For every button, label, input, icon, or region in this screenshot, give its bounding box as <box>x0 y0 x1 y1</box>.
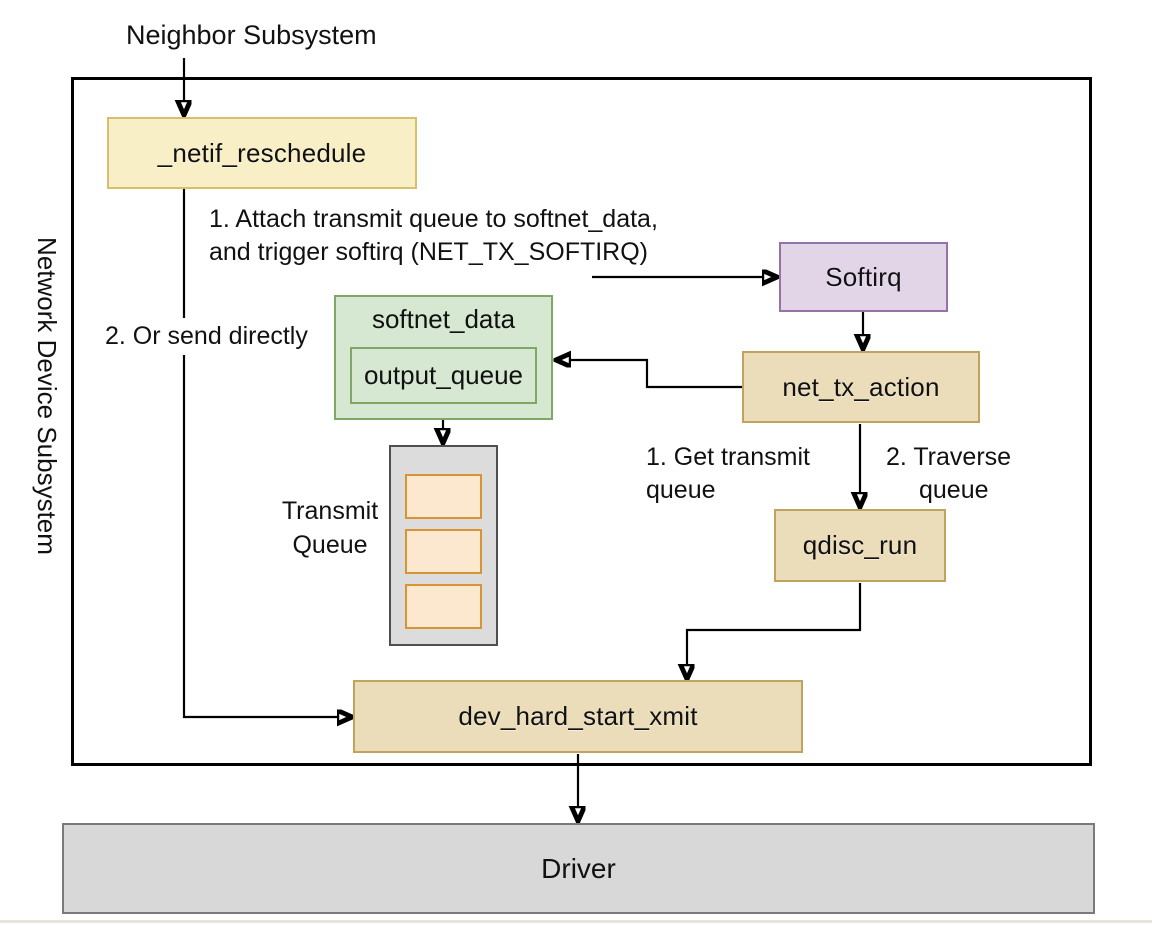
network-device-subsystem-container <box>71 77 1092 766</box>
transmit-queue-slot <box>405 584 482 629</box>
attach-note-line1: 1. Attach transmit queue to softnet_data… <box>209 205 658 233</box>
get-transmit-note-line2: queue <box>646 476 716 504</box>
transmit-queue-slot <box>405 474 482 519</box>
get-transmit-queue-note: 1. Get transmit queue <box>646 441 810 507</box>
traverse-note-line1: 2. Traverse <box>886 443 1012 471</box>
send-directly-note: 2. Or send directly <box>101 318 312 355</box>
qdisc-run-node: qdisc_run <box>774 509 946 582</box>
page-bottom-edge <box>0 920 1152 923</box>
network-device-subsystem-label: Network Device Subsystem <box>32 237 62 555</box>
attach-note-line2: and trigger softirq (NET_TX_SOFTIRQ) <box>209 238 649 266</box>
arrow-send-directly-to-dev-hard-start-xmit <box>182 189 339 717</box>
attach-transmit-queue-note: 1. Attach transmit queue to softnet_data… <box>209 203 658 269</box>
arrow-net-tx-action-to-output-queue <box>569 360 742 389</box>
get-transmit-note-line1: 1. Get transmit <box>646 443 810 471</box>
transmit-queue-box <box>389 445 498 646</box>
net-tx-action-node: net_tx_action <box>742 351 980 423</box>
arrow-qdisc-run-to-dev-hard-start-xmit <box>687 583 862 666</box>
driver-node: Driver <box>62 823 1095 914</box>
softnet-data-label: softnet_data <box>371 304 516 334</box>
output-queue-node: output_queue <box>350 347 537 404</box>
softnet-data-group: softnet_data output_queue <box>334 295 553 420</box>
neighbor-subsystem-title: Neighbor Subsystem <box>126 20 377 50</box>
traverse-note-line2: queue <box>919 476 989 504</box>
traverse-queue-note: 2. Traverse queue <box>886 441 1011 507</box>
softirq-node: Softirq <box>779 242 948 312</box>
transmit-queue-label: Transmit Queue <box>281 497 379 559</box>
transmit-queue-slot <box>405 529 482 574</box>
netif-reschedule-node: _netif_reschedule <box>107 117 417 189</box>
dev-hard-start-xmit-node: dev_hard_start_xmit <box>353 680 803 753</box>
